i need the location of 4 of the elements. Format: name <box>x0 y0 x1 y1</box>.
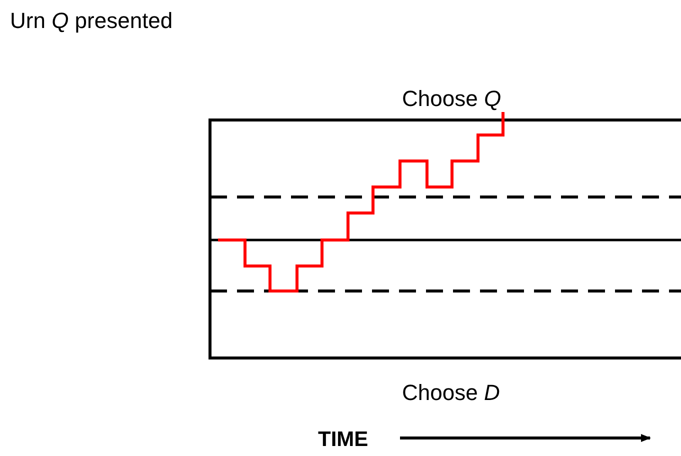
boundary-label: Choose Q <box>402 86 502 112</box>
boundary-label: Choose D <box>402 380 500 406</box>
axis-label: TIME <box>318 428 368 452</box>
title: Urn Q presented <box>10 8 173 34</box>
